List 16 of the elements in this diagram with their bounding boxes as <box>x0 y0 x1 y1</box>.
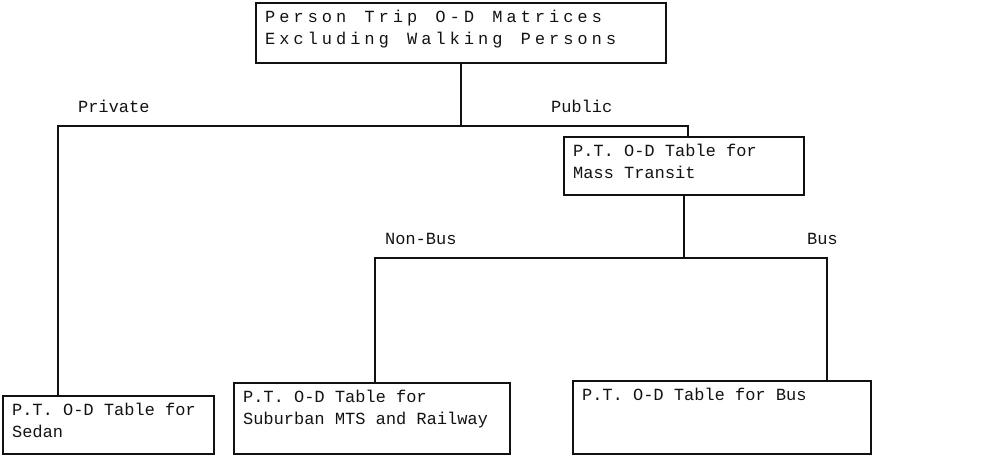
process-box <box>2 395 215 455</box>
box-text: P.T. O-D Table for Suburban MTS and Railway <box>243 388 489 432</box>
box-text: Person Trip O-D Matrices Excluding Walking Persons <box>265 8 622 52</box>
box-text: P.T. O-D Table for Mass Transit <box>573 142 758 186</box>
box-text: P.T. O-D Table for Bus <box>582 386 808 408</box>
process-box <box>233 382 511 455</box>
edge-label: Bus <box>806 231 839 250</box>
process-box <box>563 136 805 196</box>
box-text: P.T. O-D Table for Sedan <box>12 401 197 446</box>
edge-label: Public <box>550 99 614 118</box>
connector-line <box>460 64 689 136</box>
edge-label: Private <box>77 99 150 118</box>
process-box <box>255 2 667 64</box>
connector-line <box>683 196 828 380</box>
edge-label: Non-Bus <box>384 231 458 250</box>
process-box <box>572 380 872 455</box>
